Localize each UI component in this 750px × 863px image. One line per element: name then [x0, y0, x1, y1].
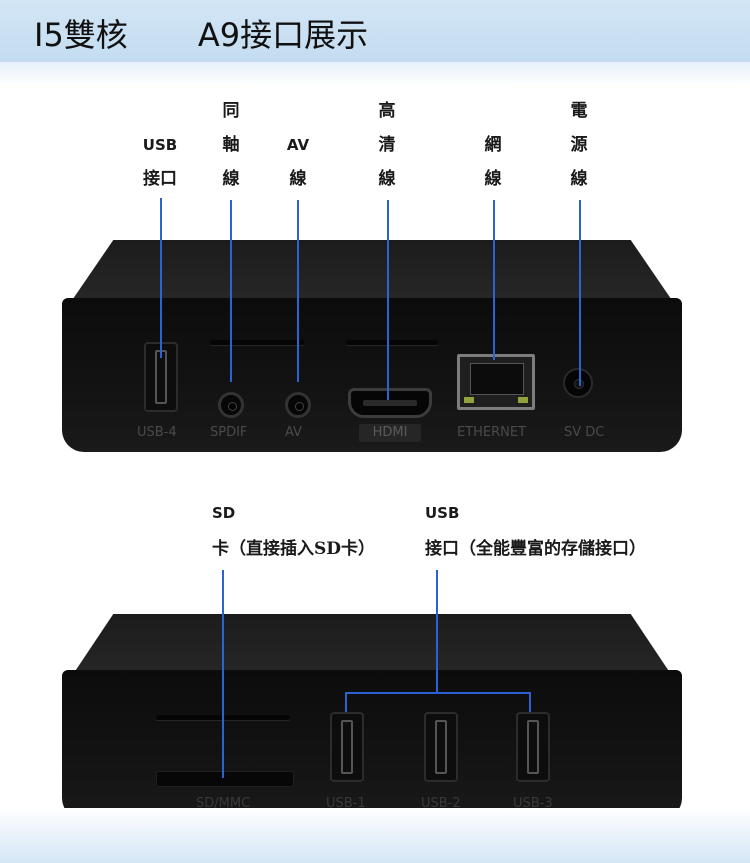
connector-line	[529, 692, 531, 712]
title-text: A9接口展示	[197, 16, 369, 54]
hdmi-port[interactable]	[348, 388, 432, 418]
label-coax-3: 線	[222, 169, 240, 189]
header-banner: I5雙核 A9接口展示	[0, 0, 750, 62]
vent-slot	[210, 340, 304, 345]
led-indicator	[464, 397, 474, 403]
label-usb-storage-line2: 接口（全能豐富的存儲接口）	[425, 539, 646, 559]
usb-3-port[interactable]	[516, 712, 550, 782]
label-usb-line1: USB	[142, 136, 178, 154]
label-coax-2: 軸	[222, 135, 240, 155]
port-label-hdmi: HDMI	[359, 424, 421, 442]
page-title: I5雙核 A9接口展示	[34, 10, 368, 56]
connector-line	[493, 200, 495, 360]
connector-line	[345, 692, 347, 712]
connector-line	[230, 200, 232, 382]
label-sd-line2: 卡（直接插入SD卡）	[212, 539, 376, 559]
label-net-1: 網	[484, 135, 502, 155]
connector-line	[297, 200, 299, 382]
vent-slot	[346, 340, 438, 345]
dc-power-jack[interactable]	[563, 368, 593, 398]
port-label-svdc: SV DC	[564, 425, 605, 440]
connector-line	[222, 570, 224, 778]
label-sd-line1: SD	[212, 504, 236, 522]
led-indicator	[518, 397, 528, 403]
label-usb-storage-line1: USB	[425, 504, 460, 522]
header-fade	[0, 62, 750, 86]
usb-1-port[interactable]	[330, 712, 364, 782]
port-label-spdif: SPDIF	[210, 425, 248, 440]
label-power-3: 線	[570, 169, 588, 189]
label-power-1: 電	[570, 101, 588, 121]
ethernet-port[interactable]	[457, 354, 535, 410]
sd-card-slot[interactable]	[156, 771, 294, 787]
label-hdmi-1: 高	[378, 101, 396, 121]
connector-line	[579, 200, 581, 386]
label-coax-1: 同	[222, 101, 240, 121]
label-av-1: AV	[286, 136, 310, 154]
model-name: I5雙核	[34, 16, 128, 54]
label-hdmi-2: 清	[378, 135, 396, 155]
port-label-sdmmc: SD/MMC	[196, 796, 251, 811]
label-hdmi-3: 線	[378, 169, 396, 189]
port-label-av: AV	[285, 425, 302, 440]
label-net-2: 線	[484, 169, 502, 189]
usb-2-port[interactable]	[424, 712, 458, 782]
port-label-usb1: USB-1	[326, 796, 366, 811]
connector-line	[345, 692, 531, 694]
label-power-2: 源	[570, 135, 588, 155]
spdif-jack[interactable]	[218, 392, 244, 418]
av-jack[interactable]	[285, 392, 311, 418]
box-side-panel	[62, 670, 682, 820]
port-label-usb4: USB-4	[137, 425, 177, 440]
footer-fade	[0, 808, 750, 863]
connector-line	[436, 570, 438, 694]
port-label-ethernet: ETHERNET	[457, 425, 527, 440]
label-usb-line2: 接口	[143, 169, 177, 189]
label-av-2: 線	[289, 169, 307, 189]
connector-line	[160, 198, 162, 358]
connector-line	[387, 200, 389, 400]
port-label-usb2: USB-2	[421, 796, 461, 811]
port-label-usb3: USB-3	[513, 796, 553, 811]
